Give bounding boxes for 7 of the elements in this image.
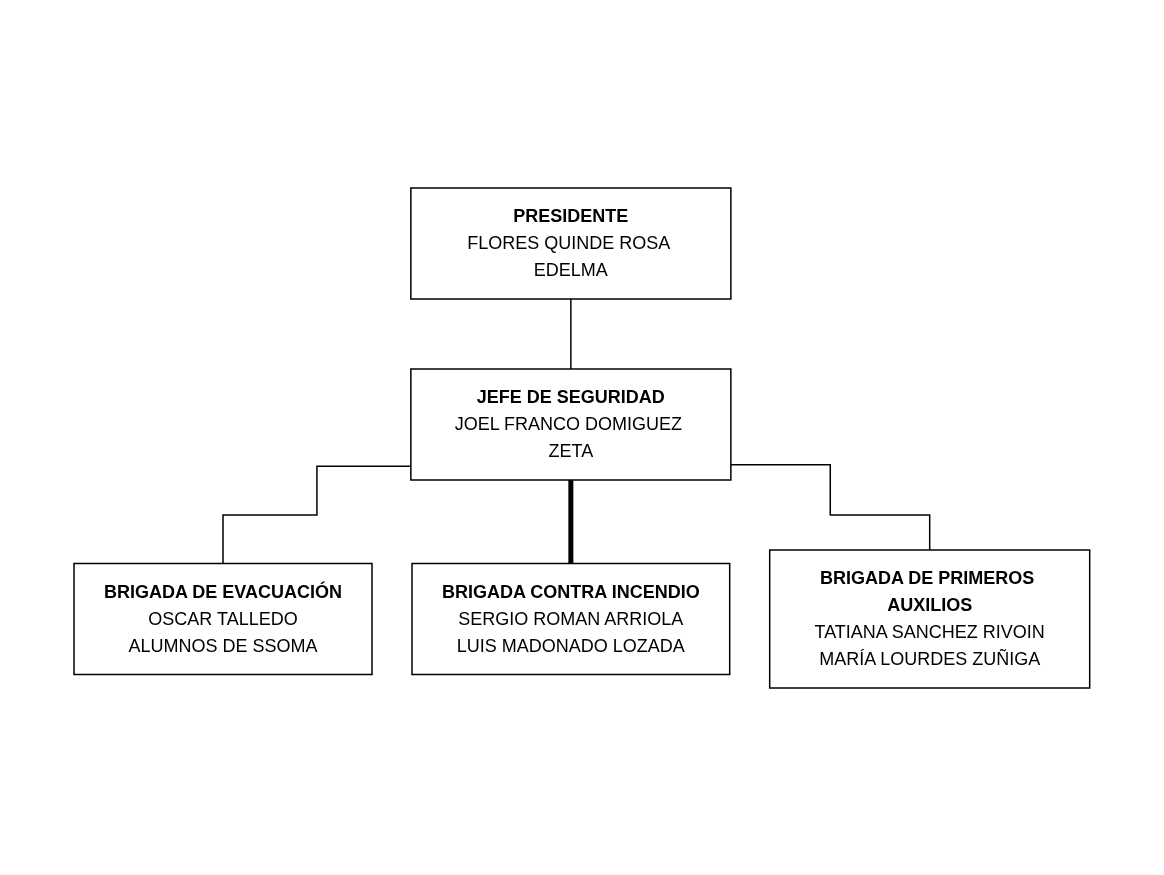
node-box: PRESIDENTE FLORES QUINDE ROSA EDELMA	[410, 186, 732, 300]
node-box: BRIGADA CONTRA INCENDIO SERGIO ROMAN ARRIOLA LUIS MADONADO LOZADA	[411, 562, 731, 675]
node-box: BRIGADA DE EVACUACIÓN OSCAR TALLEDO ALUMNOS DE SSOMA	[73, 562, 373, 675]
connector	[570, 297, 572, 370]
connector	[222, 464, 412, 564]
node-box: BRIGADA DE PRIMEROS AUXILIOS TATIANA SANCHEZ RIVOIN MARÍA LOURDES ZUÑIGA	[769, 548, 1091, 689]
node-box: JEFE DE SEGURIDAD JOEL FRANCO DOMIGUEZ ZETA	[410, 367, 732, 481]
